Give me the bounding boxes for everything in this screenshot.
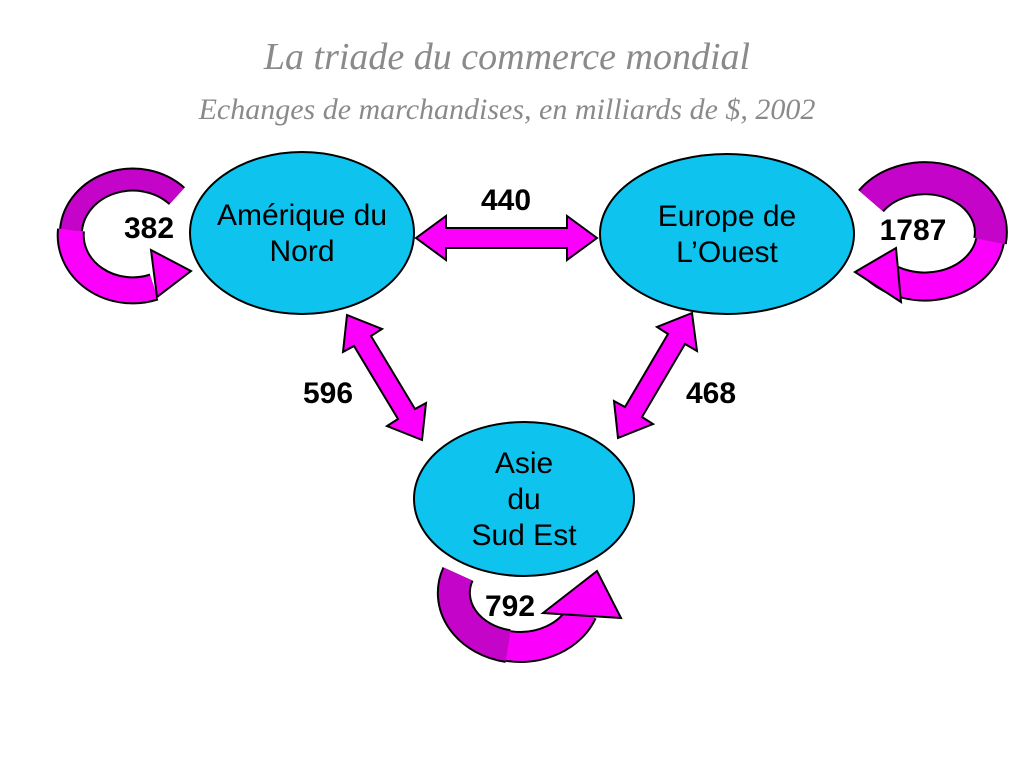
- eu-self-loop-arrow: [853, 161, 1008, 304]
- flow-value-eu-asia: 468: [685, 377, 737, 410]
- asia-self-loop-arrowhead-icon: [540, 569, 623, 620]
- asia-self-loop-arrow: [436, 566, 623, 663]
- southeast-asia-ellipse: [413, 421, 635, 577]
- eu-asia-double-arrow-icon: [612, 311, 699, 440]
- na-self-loop-arrow: [56, 167, 193, 305]
- western-europe-ellipse: [599, 153, 855, 315]
- na-eu-double-arrow-icon: [414, 214, 599, 262]
- flow-value-na-loop: 382: [123, 212, 175, 245]
- node-label-western-europe: Europe de L’Ouest: [657, 200, 797, 269]
- na-asia-double-arrow-icon: [341, 313, 428, 442]
- flow-value-na-asia: 596: [302, 377, 354, 410]
- flow-value-asia-loop: 792: [484, 590, 536, 623]
- slide-title: La triade du commerce mondial: [263, 36, 751, 78]
- eu-self-loop-arrowhead-icon: [853, 246, 903, 304]
- na-self-loop-arrowhead-icon: [149, 248, 193, 299]
- flow-value-eu-loop: 1787: [879, 214, 947, 247]
- flow-value-na-eu: 440: [480, 184, 532, 217]
- slide-subtitle: Echanges de marchandises, en milliards d…: [198, 93, 816, 126]
- node-label-southeast-asia: Asie du Sud Est: [471, 447, 577, 552]
- north-america-ellipse: [189, 151, 415, 315]
- node-label-north-america: Amérique du Nord: [216, 199, 388, 268]
